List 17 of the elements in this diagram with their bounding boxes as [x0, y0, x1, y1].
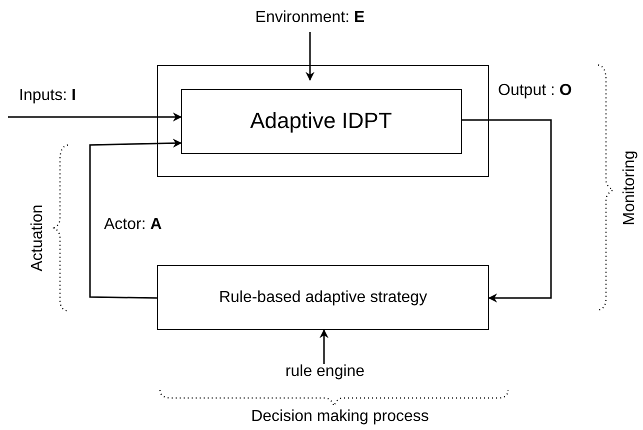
- box-label: Adaptive IDPT: [250, 108, 392, 134]
- brace-label: Actuation: [29, 204, 47, 272]
- arrow: [320, 329, 328, 364]
- container-box: [157, 65, 489, 177]
- edge-label: Inputs: I: [18, 87, 77, 105]
- edge-label: Output : O: [497, 82, 573, 100]
- brace-label: Monitoring: [621, 150, 639, 226]
- arrow: [306, 32, 314, 81]
- arrow: [8, 112, 182, 122]
- arrow: [462, 119, 552, 302]
- process-box: [157, 265, 489, 330]
- brace-label: Decision making process: [250, 408, 430, 426]
- input-label: Environment: E: [255, 9, 365, 27]
- box-label: Rule-based adaptive strategy: [218, 288, 428, 306]
- process-box: [180, 88, 462, 154]
- input-label: rule engine: [285, 363, 365, 381]
- arrow: [89, 138, 182, 299]
